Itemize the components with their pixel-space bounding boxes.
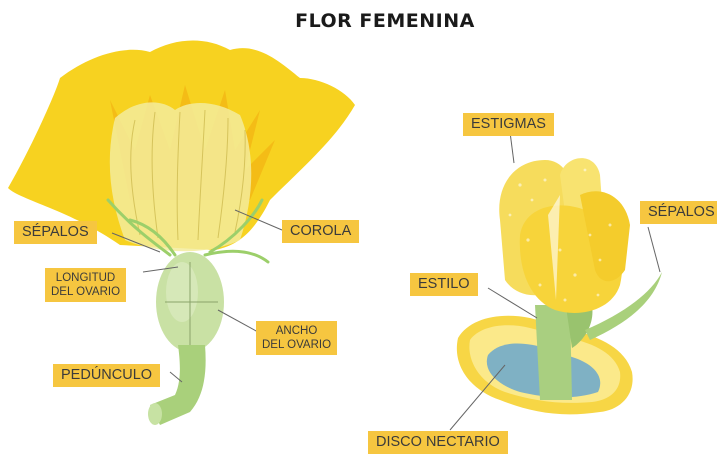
label-corola: COROLA: [282, 220, 359, 243]
label-ancho-del-ovario: ANCHO DEL OVARIO: [256, 321, 337, 355]
label-longitud-line2: DEL OVARIO: [51, 286, 120, 298]
label-pedunculo: PEDÚNCULO: [53, 364, 160, 387]
label-longitud-line1: LONGITUD: [56, 272, 115, 284]
label-ancho-line2: DEL OVARIO: [262, 339, 331, 351]
label-sepalos-right: SÉPALOS: [640, 201, 717, 224]
stigma-lobes: [499, 158, 630, 313]
label-sepalos-left: SÉPALOS: [14, 221, 97, 244]
style-column: [535, 305, 572, 400]
label-longitud-del-ovario: LONGITUD DEL OVARIO: [45, 268, 126, 302]
label-ancho-line1: ANCHO: [276, 325, 318, 337]
label-estigmas: ESTIGMAS: [463, 113, 554, 136]
label-disco-nectario: DISCO NECTARIO: [368, 431, 508, 454]
label-estilo: ESTILO: [410, 273, 478, 296]
pistil-illustration: [457, 158, 662, 414]
